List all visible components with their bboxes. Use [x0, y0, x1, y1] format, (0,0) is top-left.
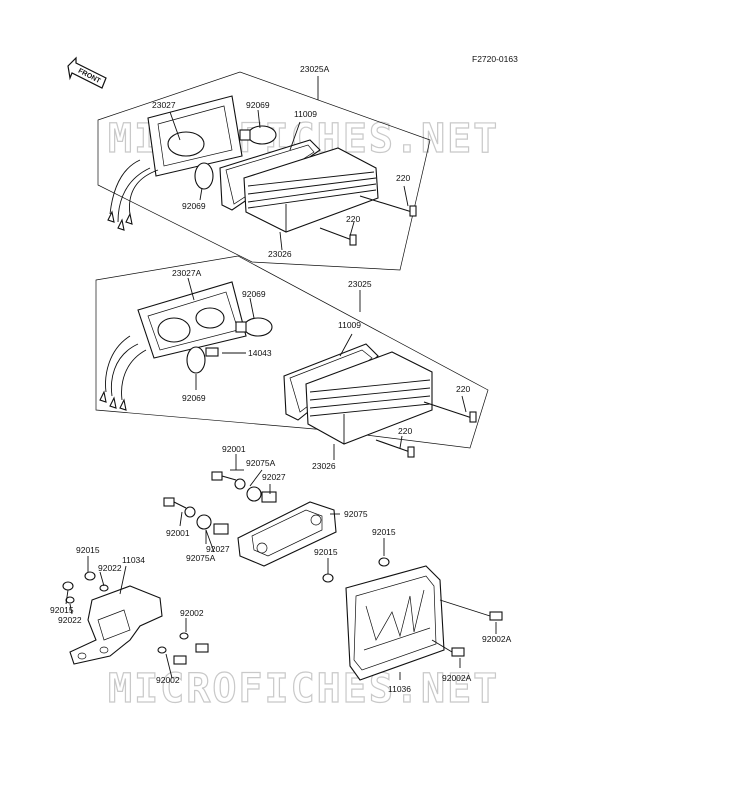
- washer-92075A-a: [234, 478, 246, 490]
- figure-code: F2720-0163: [472, 54, 518, 64]
- screw-92002A-a: [489, 611, 503, 621]
- collar-92027-b: [196, 514, 212, 530]
- part-labels: 23025A 23027 92069 11009 220 92069 220 2…: [50, 64, 512, 694]
- label-92001-2: 92001: [166, 528, 190, 538]
- label-92069-3: 92069: [242, 289, 266, 299]
- label-92002-2: 92002: [156, 675, 180, 685]
- screw-220-c: [423, 401, 473, 419]
- label-92075A-1: 92075A: [246, 458, 276, 468]
- washer-92075A-b: [184, 506, 196, 518]
- bolt-92002-b: [173, 655, 187, 665]
- label-92015-4: 92015: [50, 605, 74, 615]
- label-92002-1: 92002: [180, 608, 204, 618]
- collar-92027-a: [246, 486, 262, 502]
- label-92075: 92075: [344, 509, 368, 519]
- label-92002A-1: 92002A: [482, 634, 512, 644]
- plate-bracket-body: [345, 565, 445, 681]
- label-92022-1: 92022: [98, 563, 122, 573]
- nut-92015-d: [322, 573, 334, 583]
- washer-92022-a: [65, 596, 75, 604]
- front-arrow-icon: FRONT: [67, 56, 107, 89]
- bracket-body: [69, 585, 163, 665]
- label-92015-3: 92015: [76, 545, 100, 555]
- bulb-92069-b: [194, 162, 214, 190]
- label-14043: 14043: [248, 348, 272, 358]
- bolt-92001-b: [163, 497, 175, 507]
- label-92075A-2: 92075A: [186, 553, 216, 563]
- label-11036: 11036: [388, 684, 411, 694]
- label-220-1: 220: [396, 173, 410, 183]
- bulb-92069-c: [243, 317, 273, 337]
- label-23026-2: 23026: [312, 461, 336, 471]
- assembly-outline-upper: [97, 71, 431, 271]
- label-11009-1: 11009: [294, 109, 317, 119]
- label-92069-1: 92069: [246, 100, 270, 110]
- label-92015-1: 92015: [372, 527, 396, 537]
- taillight-assembly-upper: [97, 71, 431, 271]
- label-11009-2: 11009: [338, 320, 361, 330]
- spacer-92027: [261, 491, 277, 503]
- label-23025: 23025: [348, 279, 372, 289]
- watermark-bottom: MICROFICHES.NET: [108, 666, 499, 712]
- label-92027-2: 92027: [206, 544, 230, 554]
- label-92001-1: 92001: [222, 444, 246, 454]
- label-220-4: 220: [398, 426, 412, 436]
- label-23025A: 23025A: [300, 64, 330, 74]
- taillight-assembly-lower: [95, 255, 489, 460]
- bolt-92001-a: [211, 471, 223, 481]
- screw-92002A-b: [451, 647, 465, 657]
- label-92002A-2: 92002A: [442, 673, 472, 683]
- label-92069-2: 92069: [182, 201, 206, 211]
- label-23026-1: 23026: [268, 249, 292, 259]
- bulb-92069-d: [186, 346, 206, 374]
- label-23027A: 23027A: [172, 268, 202, 278]
- label-23027: 23027: [152, 100, 176, 110]
- lens-23026-b: [305, 351, 433, 445]
- label-11034: 11034: [122, 555, 145, 565]
- label-92022-2: 92022: [58, 615, 82, 625]
- label-92069-4: 92069: [182, 393, 206, 403]
- bulb-14043: [205, 347, 219, 357]
- bracket-11034: [62, 556, 209, 679]
- bulb-92069-a: [247, 125, 277, 145]
- label-92027-1: 92027: [262, 472, 286, 482]
- screw-220-b: [319, 227, 353, 241]
- nut-92015-b: [84, 571, 96, 581]
- nut-92015-c: [378, 557, 390, 567]
- bolt-92002-a: [195, 643, 209, 653]
- screw-220-d: [375, 439, 411, 453]
- license-plate-bracket-11036: [322, 538, 503, 681]
- label-220-2: 220: [346, 214, 360, 224]
- label-220-3: 220: [456, 384, 470, 394]
- assembly-outline-lower: [95, 255, 489, 449]
- license-lamp-parts: [163, 454, 340, 567]
- screw-220-a: [359, 195, 413, 213]
- nut-92015-a: [62, 581, 74, 591]
- label-92015-2: 92015: [314, 547, 338, 557]
- lens-23026-a: [243, 147, 379, 233]
